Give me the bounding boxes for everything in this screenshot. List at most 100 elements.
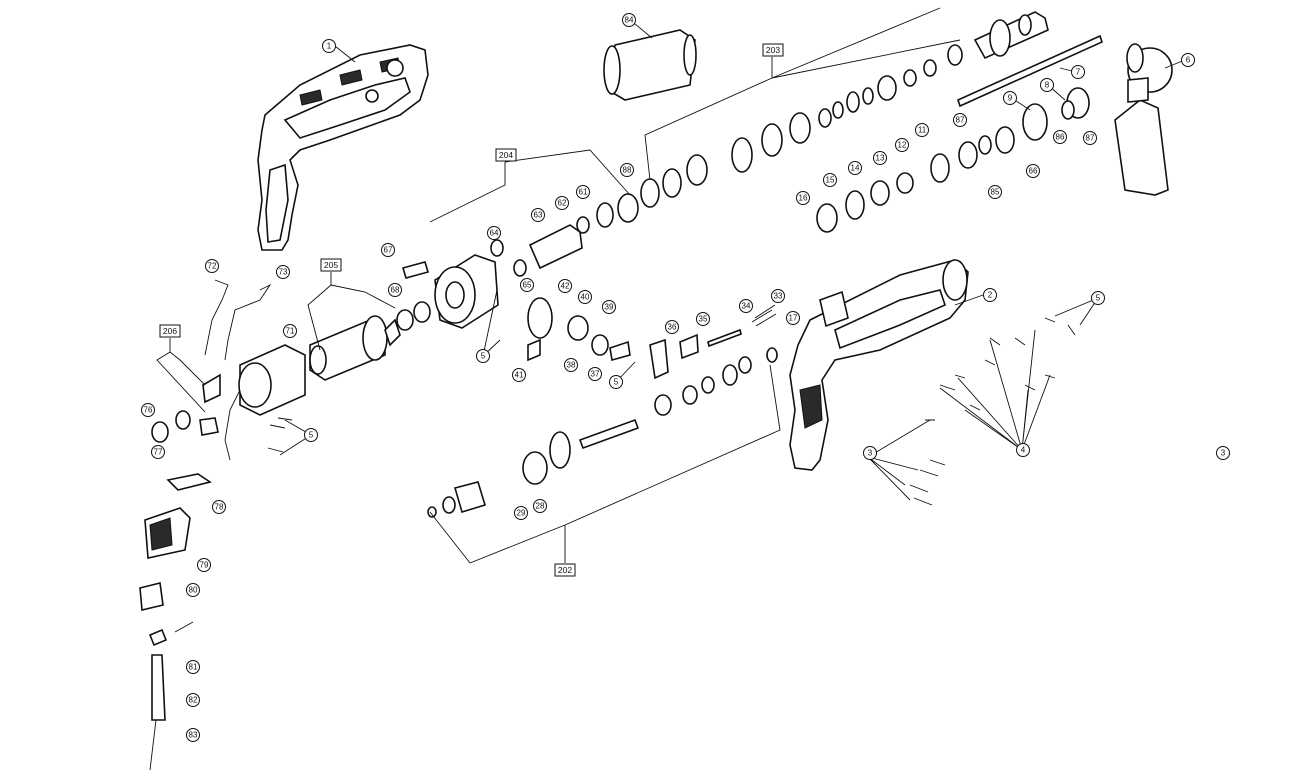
callout-number: 8 [1045, 81, 1050, 90]
callout-number: 64 [490, 229, 499, 238]
callout-number: 3 [1221, 449, 1226, 458]
callout-86: 86 [1053, 130, 1067, 144]
callout-number: 88 [623, 166, 632, 175]
callout-number: 1 [327, 42, 332, 51]
callout-number: 28 [536, 502, 545, 511]
callout-number: 33 [774, 292, 783, 301]
callout-61: 61 [576, 185, 590, 199]
callout-77: 77 [151, 445, 165, 459]
callout-73: 73 [276, 265, 290, 279]
drill-bit-drawing [957, 34, 1103, 108]
callout-number: 85 [991, 188, 1000, 197]
callout-33: 33 [771, 289, 785, 303]
callout-82: 82 [186, 693, 200, 707]
callout-number: 83 [189, 731, 198, 740]
callout-number: 29 [517, 509, 526, 518]
callout-5: 5 [304, 428, 318, 442]
dust-cap-drawing [603, 29, 697, 101]
callout-number: 63 [534, 211, 543, 220]
group-204: 204 [495, 148, 517, 162]
callout-number: 86 [1056, 133, 1065, 142]
callout-number: 16 [799, 194, 808, 203]
callout-number: 72 [208, 262, 217, 271]
callout-5: 5 [1091, 291, 1105, 305]
callout-number: 67 [384, 246, 393, 255]
callout-number: 12 [898, 141, 907, 150]
callout-41: 41 [512, 368, 526, 382]
callout-number: 3 [868, 449, 873, 458]
group-203: 203 [762, 43, 784, 57]
clutch-parts-drawing [527, 297, 777, 380]
callout-35: 35 [696, 312, 710, 326]
callout-64: 64 [487, 226, 501, 240]
callout-34: 34 [739, 299, 753, 313]
switch-cord-drawing [139, 373, 221, 770]
callout-87: 87 [953, 113, 967, 127]
callout-17: 17 [786, 311, 800, 325]
callout-3: 3 [863, 446, 877, 460]
group-number: 203 [766, 45, 780, 55]
callout-72: 72 [205, 259, 219, 273]
callout-number: 5 [481, 352, 486, 361]
callout-number: 5 [309, 431, 314, 440]
side-handle-drawing [1114, 43, 1173, 196]
callout-15: 15 [823, 173, 837, 187]
callout-number: 17 [789, 314, 798, 323]
callout-number: 65 [523, 281, 532, 290]
callout-number: 77 [154, 448, 163, 457]
callout-number: 15 [826, 176, 835, 185]
callout-29: 29 [514, 506, 528, 520]
callout-number: 4 [1021, 446, 1026, 455]
callout-number: 6 [1186, 56, 1191, 65]
callout-number: 11 [918, 126, 927, 135]
group-205: 205 [320, 258, 342, 272]
callout-number: 62 [558, 199, 567, 208]
callout-36: 36 [665, 320, 679, 334]
callout-number: 81 [189, 663, 198, 672]
callout-84: 84 [622, 13, 636, 27]
brush-wires-drawing [204, 279, 272, 461]
callout-number: 73 [279, 268, 288, 277]
gear-shaft-drawing [427, 347, 778, 518]
armature-drawing [309, 315, 401, 381]
callout-85: 85 [988, 185, 1002, 199]
group-number: 205 [324, 260, 338, 270]
callout-number: 87 [1086, 134, 1095, 143]
callout-1: 1 [322, 39, 336, 53]
callout-88: 88 [620, 163, 634, 177]
group-number: 204 [499, 150, 513, 160]
bearings-row [816, 87, 1090, 233]
callout-number: 42 [561, 282, 570, 291]
callout-28: 28 [533, 499, 547, 513]
callout-number: 35 [699, 315, 708, 324]
group-number: 202 [558, 565, 572, 575]
callout-number: 5 [614, 378, 619, 387]
callout-number: 82 [189, 696, 198, 705]
callout-4: 4 [1016, 443, 1030, 457]
callout-9: 9 [1003, 91, 1017, 105]
callout-number: 68 [391, 286, 400, 295]
callout-3: 3 [1216, 446, 1230, 460]
callout-67: 67 [381, 243, 395, 257]
callout-13: 13 [873, 151, 887, 165]
callout-16: 16 [796, 191, 810, 205]
ring-series-203 [640, 44, 963, 208]
callout-number: 87 [956, 116, 965, 125]
group-labels: 202 203 204 205 206 [159, 43, 784, 577]
screws-drawing [267, 317, 1076, 506]
gear-housing-drawing [396, 193, 639, 331]
callout-11: 11 [915, 123, 929, 137]
callout-number: 14 [851, 164, 860, 173]
callout-80: 80 [186, 583, 200, 597]
group-number: 206 [163, 326, 177, 336]
callout-37: 37 [588, 367, 602, 381]
callout-number: 80 [189, 586, 198, 595]
callout-63: 63 [531, 208, 545, 222]
callout-number: 13 [876, 154, 885, 163]
callout-6: 6 [1181, 53, 1195, 67]
callout-number: 37 [591, 370, 600, 379]
housing-half-drawing [257, 44, 429, 251]
callout-number: 76 [144, 406, 153, 415]
